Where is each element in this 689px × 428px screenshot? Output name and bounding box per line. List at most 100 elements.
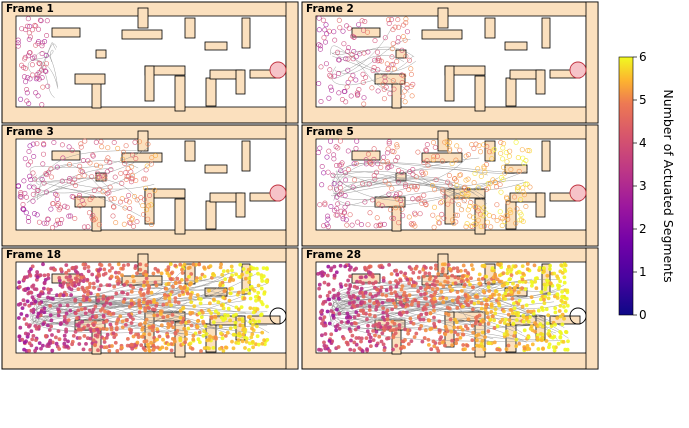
segment-point: [354, 92, 360, 98]
segment-point: [481, 319, 486, 324]
segment-point: [41, 262, 45, 267]
segment-point: [421, 317, 426, 322]
segment-point: [89, 215, 95, 221]
segment-point: [126, 262, 131, 267]
segment-point: [138, 303, 143, 308]
segment-point: [371, 156, 377, 162]
segment-point: [80, 285, 85, 290]
segment-point: [516, 301, 521, 306]
segment-point: [77, 192, 83, 198]
segment-point: [316, 271, 321, 276]
segment-point: [379, 285, 384, 290]
segment-point: [409, 302, 414, 307]
segment-point: [201, 333, 206, 338]
segment-point: [483, 210, 489, 216]
segment-point: [182, 326, 187, 331]
segment-point: [394, 294, 399, 299]
segment-point: [141, 293, 146, 297]
segment-point: [454, 320, 459, 325]
segment-point: [446, 262, 451, 267]
segment-point: [37, 341, 42, 346]
segment-point: [102, 303, 107, 308]
segment-point: [546, 296, 551, 301]
segment-point: [122, 283, 127, 287]
segment-point: [476, 300, 481, 305]
segment-point: [196, 337, 201, 342]
segment-point: [338, 168, 344, 174]
segment-point: [257, 319, 262, 324]
segment-point: [144, 276, 149, 281]
segment-point: [319, 182, 325, 188]
segment-point: [421, 267, 426, 272]
segment-point: [21, 207, 27, 213]
segment-point: [30, 191, 36, 197]
segment-point: [48, 166, 54, 172]
segment-point: [92, 216, 98, 222]
segment-point: [478, 149, 484, 155]
segment-point: [366, 270, 371, 274]
segment-point: [121, 149, 127, 155]
segment-point: [241, 267, 246, 271]
maze-wall: [51, 27, 81, 38]
segment-point: [402, 37, 408, 43]
segment-point: [197, 330, 202, 335]
segment-point: [508, 277, 513, 281]
segment-point: [404, 82, 410, 88]
segment-point: [460, 274, 465, 278]
segment-point: [186, 326, 191, 331]
segment-point: [237, 317, 242, 322]
segment-point: [346, 314, 351, 319]
segment-point: [129, 328, 134, 333]
segment-point: [389, 16, 395, 22]
segment-point: [386, 20, 392, 26]
segment-point: [101, 326, 106, 331]
segment-point: [417, 270, 422, 274]
segment-point: [256, 271, 260, 276]
segment-point: [121, 266, 125, 271]
segment-point: [435, 279, 440, 284]
segment-point: [22, 340, 27, 345]
segment-point: [33, 23, 39, 29]
segment-point: [344, 283, 348, 288]
segment-point: [506, 312, 511, 317]
segment-point: [221, 318, 226, 323]
segment-point: [199, 315, 204, 320]
segment-point: [250, 287, 255, 291]
segment-point: [365, 329, 370, 334]
segment-point: [480, 276, 485, 281]
segment-point: [161, 315, 166, 320]
panel-frame-2: Frame 2: [301, 1, 599, 124]
segment-point: [386, 182, 392, 188]
segment-point: [445, 305, 450, 310]
segment-point: [39, 102, 45, 108]
segment-point: [180, 306, 185, 311]
segment-point: [357, 51, 363, 57]
segment-point: [189, 281, 193, 286]
segment-point: [506, 343, 511, 348]
segment-point: [353, 160, 359, 166]
segment-point: [67, 162, 73, 168]
segment-point: [34, 287, 39, 292]
segment-point: [173, 281, 178, 286]
segment-point: [145, 141, 151, 147]
segment-point: [316, 15, 322, 21]
segment-point: [231, 278, 236, 282]
segment-point: [259, 286, 264, 291]
segment-point: [35, 275, 40, 280]
segment-point: [27, 341, 32, 346]
segment-point: [516, 290, 521, 295]
segment-point: [377, 264, 382, 269]
segment-point: [455, 306, 460, 310]
segment-point: [30, 170, 36, 176]
segment-point: [320, 321, 324, 326]
segment-point: [39, 346, 43, 351]
maze-right-pillar: [585, 1, 599, 124]
segment-point: [179, 278, 184, 282]
segment-point: [82, 334, 87, 338]
segment-point: [447, 148, 453, 154]
trajectory-path: [35, 271, 236, 325]
segment-point: [115, 275, 120, 280]
maze-wall: [184, 17, 196, 39]
frame-label: Frame 2: [306, 3, 354, 15]
segment-point: [73, 330, 78, 334]
